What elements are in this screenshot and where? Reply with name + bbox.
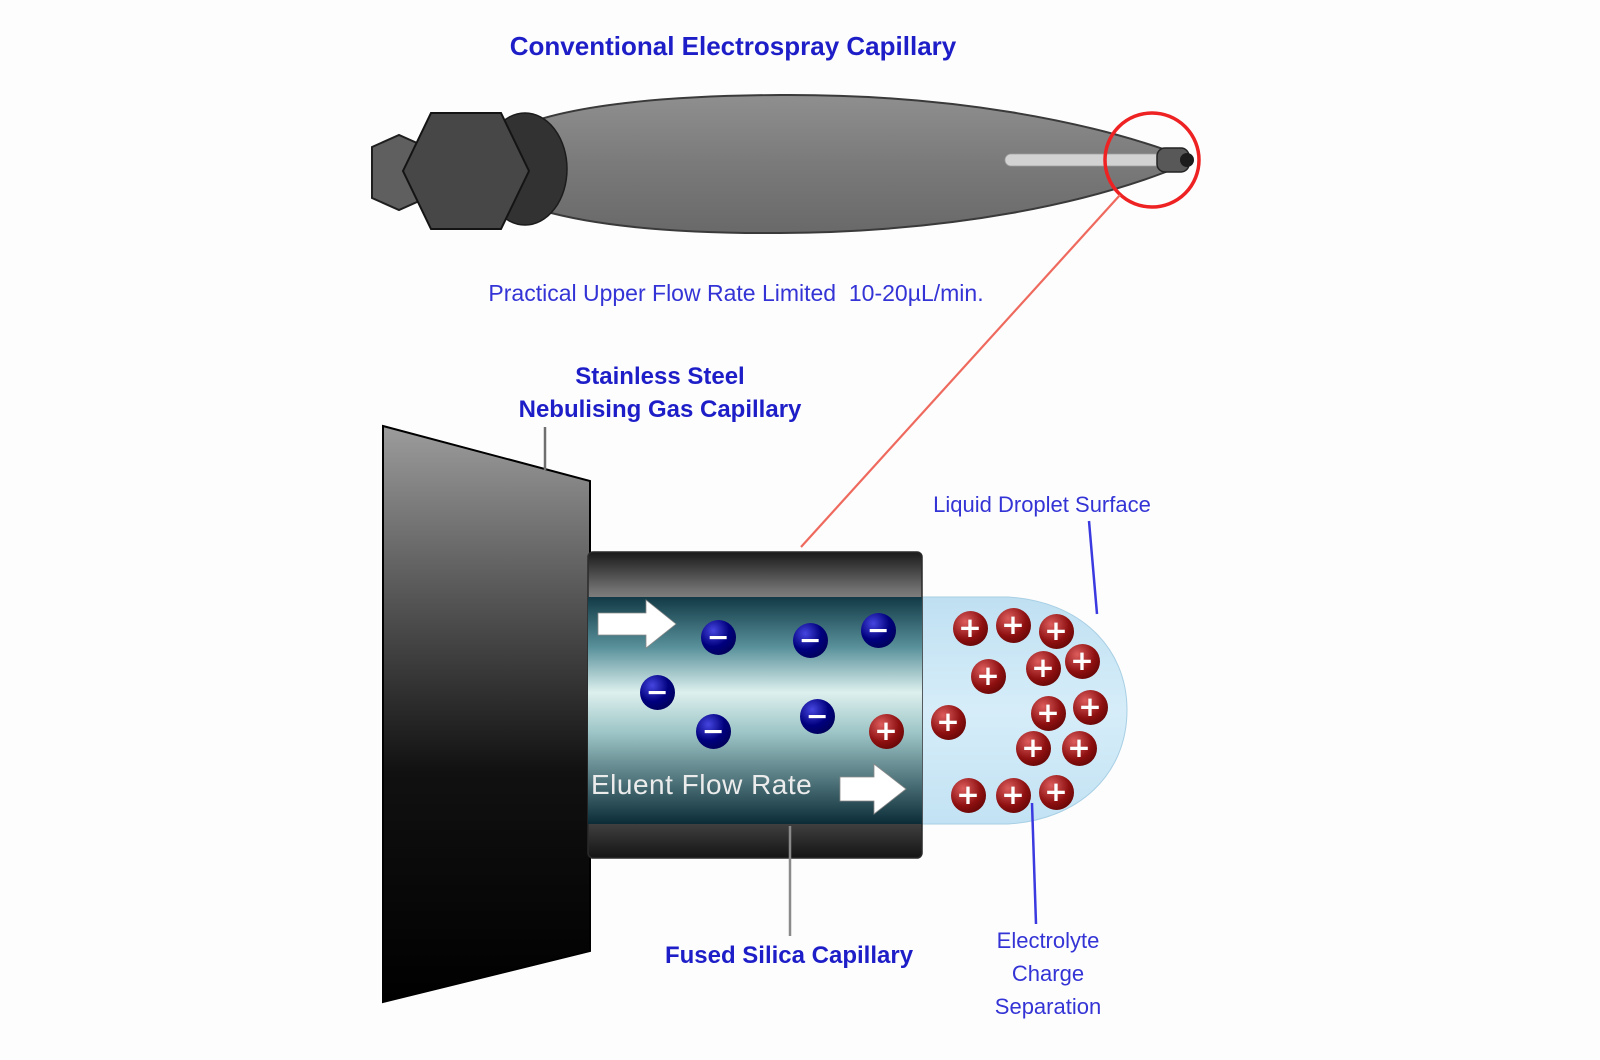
positive-ion: +: [952, 610, 988, 646]
positive-ion: +: [995, 777, 1031, 813]
liquid-droplet-surface-label: Liquid Droplet Surface: [933, 492, 1151, 517]
electrolyte-pointer-line: [1030, 802, 1038, 925]
negative-ion: −: [700, 619, 736, 655]
positive-ion: +: [1064, 643, 1100, 679]
steel-capillary-label-line2: Nebulising Gas Capillary: [518, 396, 802, 423]
positive-ion: +: [995, 607, 1031, 643]
electrolyte-label-line1: Electrolyte: [996, 928, 1100, 953]
fused-silica-capillary-label: Fused Silica Capillary: [664, 942, 914, 969]
positive-ion: +: [950, 777, 986, 813]
capillary-nut-large: [401, 112, 531, 230]
positive-ion: +: [1061, 730, 1097, 766]
tip-highlight-circle: [1103, 111, 1201, 209]
negative-ion: −: [799, 698, 835, 734]
gas-cone: [382, 424, 591, 1004]
positive-ion: +: [1015, 730, 1051, 766]
steel-capillary-label-line1: Stainless Steel: [575, 363, 745, 390]
negative-ion: −: [792, 622, 828, 658]
positive-ion: +: [930, 704, 966, 740]
positive-ion: +: [1038, 774, 1074, 810]
title-conventional-capillary: Conventional Electrospray Capillary: [509, 31, 957, 61]
positive-ion: +: [1072, 689, 1108, 725]
negative-ion: −: [860, 612, 896, 648]
flow-arrow-bottom: [839, 763, 907, 815]
positive-ion: +: [1025, 650, 1061, 686]
positive-ion: +: [970, 658, 1006, 694]
positive-ion: +: [1030, 695, 1066, 731]
flow-arrow-top: [597, 599, 677, 649]
flow-rate-note: Practical Upper Flow Rate Limited 10-20µ…: [488, 280, 984, 306]
capillary-tip-dot: [1180, 153, 1194, 167]
positive-ion: +: [1038, 613, 1074, 649]
electrolyte-label-line2: Charge: [1011, 961, 1085, 986]
eluent-flow-rate-label: Eluent Flow Rate: [591, 769, 813, 800]
negative-ion: −: [639, 674, 675, 710]
negative-ion: −: [695, 713, 731, 749]
droplet-pointer-line: [1087, 520, 1099, 615]
electrolyte-label-line3: Separation: [994, 994, 1102, 1019]
positive-ion: +: [868, 713, 904, 749]
magnifier-line: [800, 194, 1121, 548]
